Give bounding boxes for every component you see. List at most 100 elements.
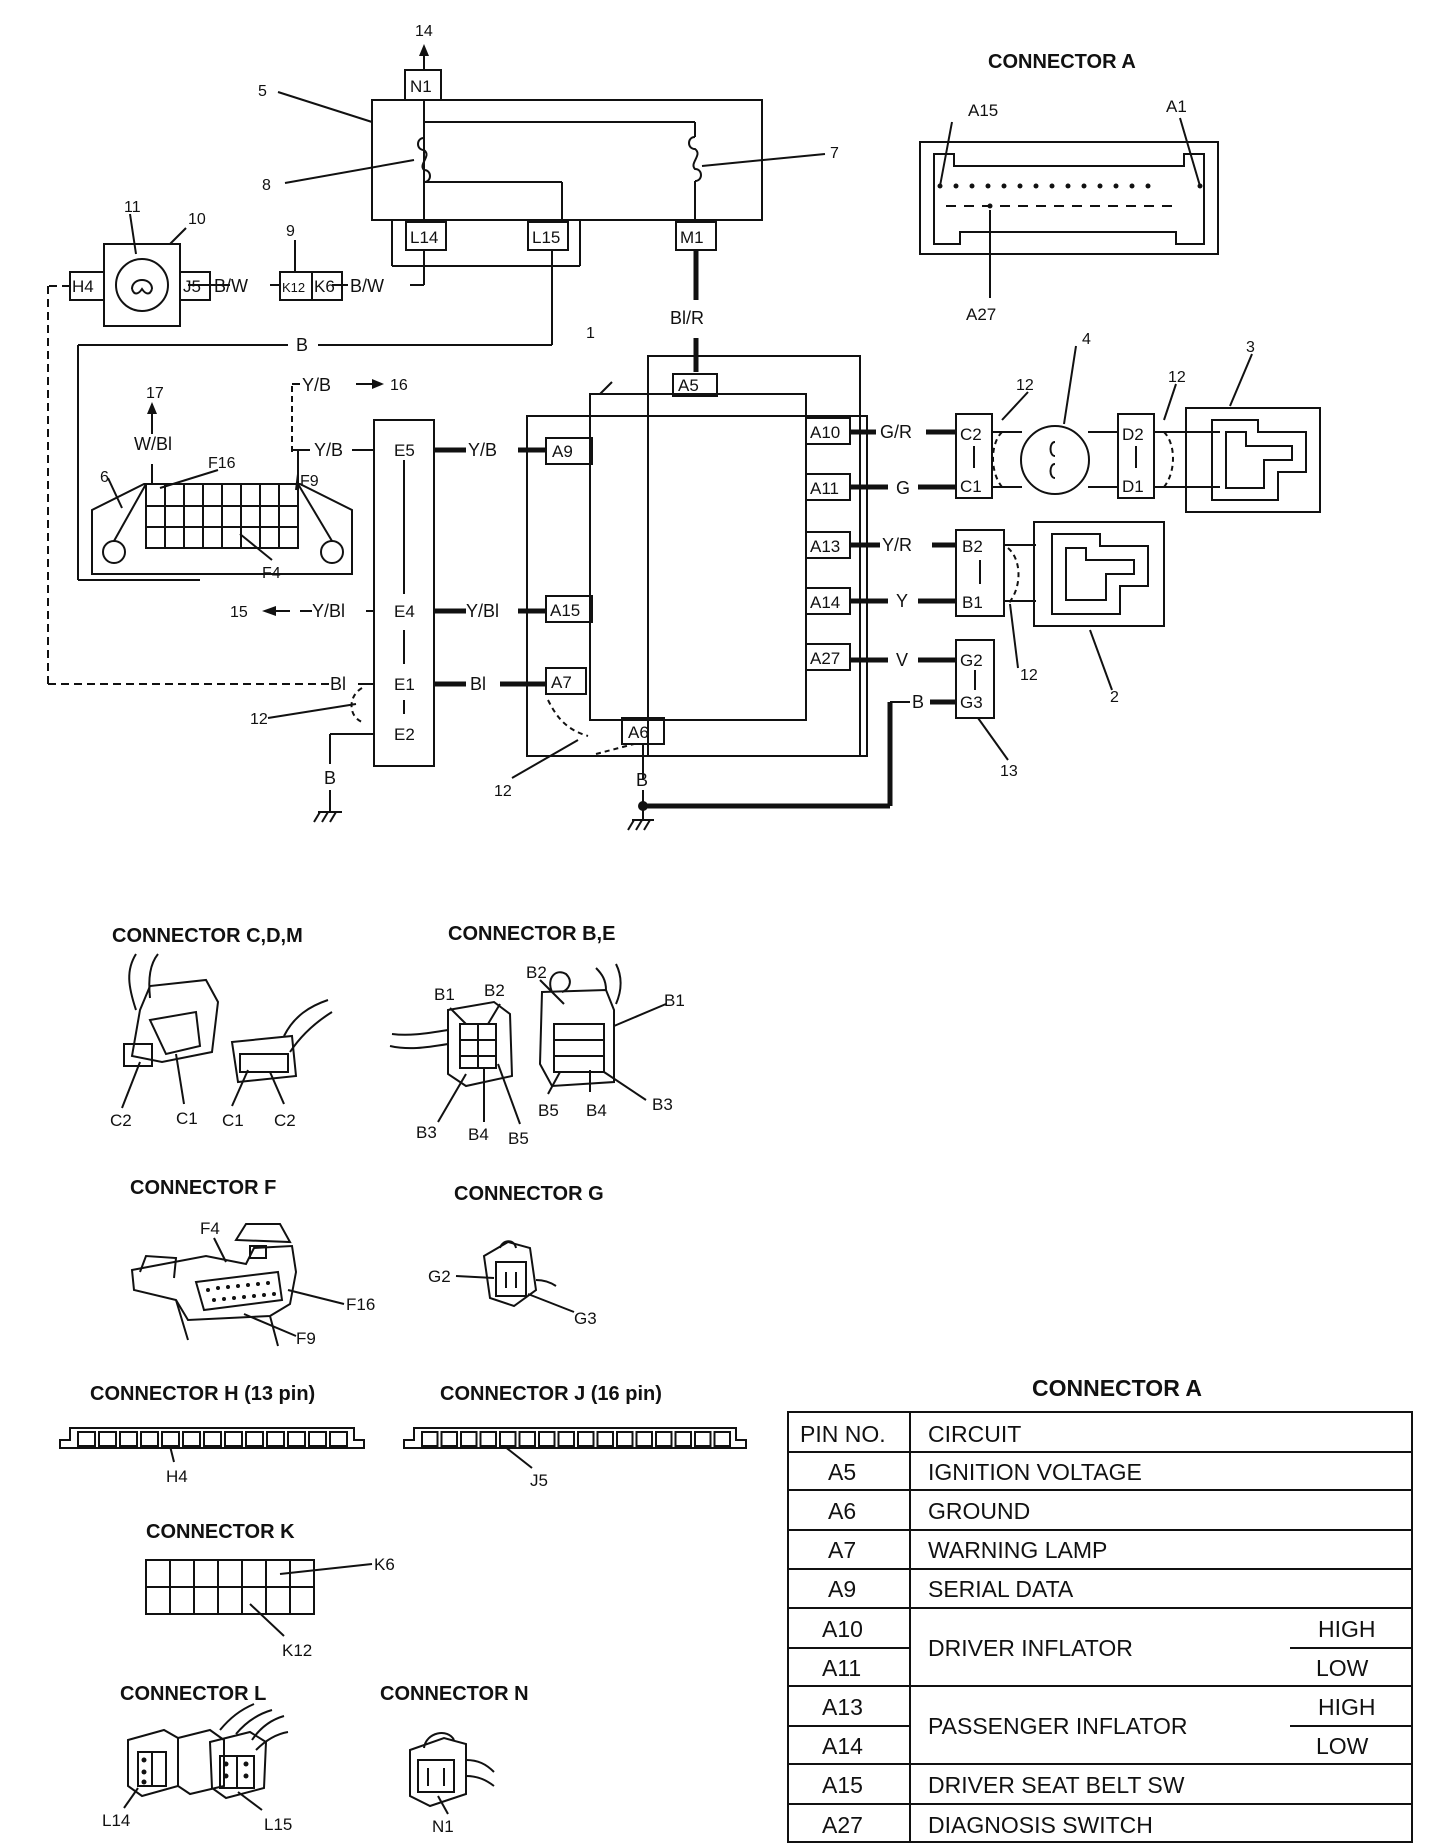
connector-h-body [59,1427,365,1449]
wire-b-e2: B [324,768,336,788]
pin-table-row-pin: A14 [822,1733,863,1759]
connector-g-g3: G3 [574,1309,597,1328]
label-14: 14 [415,23,433,40]
label-5: 5 [258,83,267,100]
connector-cdm-title: CONNECTOR C,D,M [112,925,303,947]
connector-f: CONNECTOR F F4 F16 F9 [130,1177,375,1348]
label-12-d: 12 [1168,369,1186,386]
pin-table-header-pin: PIN NO. [800,1421,886,1447]
wire-yb-16: Y/B [302,375,331,395]
label-f4: F4 [262,565,281,582]
wire-y: Y [896,591,908,611]
label-a6: A6 [628,723,649,742]
pin-table-row-pin: A27 [822,1812,863,1838]
schematic-labels: 14 N1 5 8 7 L14 L15 M1 11 10 9 H4 J5 K12… [72,23,1255,800]
label-13: 13 [1000,763,1018,780]
connector-a-face-a15: A15 [968,101,998,120]
label-c1: C1 [960,477,982,496]
connector-pin-cell [499,1431,517,1447]
connector-l: CONNECTOR L L14 L15 [102,1683,292,1834]
connector-g-title: CONNECTOR G [454,1183,604,1205]
connector-pin-cell [98,1431,117,1447]
pin-table-grid [787,1411,1413,1843]
label-16: 16 [390,377,408,394]
connector-j-body [403,1427,747,1449]
connector-a-pin-table: CONNECTOR A PIN NO. CIRCUIT A5 IGNITION … [787,1375,1413,1843]
label-6: 6 [100,469,109,486]
connector-be-b5: B5 [508,1129,529,1148]
connector-pin-cell [655,1431,673,1447]
label-l14: L14 [410,228,438,247]
label-n1: N1 [410,77,432,96]
connector-cdm-c2-left: C2 [110,1111,132,1130]
connector-pin-cell [635,1431,653,1447]
dlc-connector-6 [91,379,384,575]
connector-cdm-c1-right: C1 [222,1111,244,1130]
wire-bi-a7: Bl [470,674,486,694]
label-f16: F16 [208,455,236,472]
label-2: 2 [1110,689,1119,706]
connector-pin-cell [287,1431,306,1447]
label-e4: E4 [394,602,415,621]
connector-a-face: CONNECTOR A A15 A1 A27 [919,51,1219,324]
connector-n: CONNECTOR N N1 [380,1683,529,1836]
connector-pin-cell [557,1431,575,1447]
pin-table-row-pin: A15 [822,1772,863,1798]
label-e5: E5 [394,441,415,460]
pin-table-row-circuit: PASSENGER INFLATOR [928,1713,1187,1739]
pin-table-row-pin: A6 [828,1498,856,1524]
connector-f-f9: F9 [296,1329,316,1348]
label-4: 4 [1082,331,1091,348]
connector-pin-cell [538,1431,556,1447]
connector-cdm: CONNECTOR C,D,M C2 C1 C1 C2 [110,925,333,1130]
connector-be-b3: B3 [416,1123,437,1142]
connector-pin-cell [518,1431,536,1447]
connector-be-b1-right: B1 [664,991,685,1010]
connector-be-b2-right: B2 [526,963,547,982]
connector-pin-cell [616,1431,634,1447]
label-7: 7 [830,145,839,162]
sdm-module-1 [511,355,956,831]
pin-table-row-circuit: DRIVER SEAT BELT SW [928,1772,1185,1798]
connector-k-k6: K6 [374,1555,395,1574]
label-9: 9 [286,223,295,240]
label-a9: A9 [552,442,573,461]
connector-k: CONNECTOR K K6 K12 [145,1521,395,1660]
pin-table-row-pin: A13 [822,1694,863,1720]
fuse-block-5 [277,91,826,221]
connector-f-f4: F4 [200,1219,220,1238]
connector-g: CONNECTOR G G2 G3 [428,1183,604,1328]
connector-j-pins [421,1431,731,1447]
connector-pin-cell [161,1431,180,1447]
label-l15: L15 [532,228,560,247]
wire-bi-left: Bl [330,674,346,694]
label-a14: A14 [810,593,840,612]
label-c2: C2 [960,425,982,444]
connector-cdm-c2-right: C2 [274,1111,296,1130]
connector-j: CONNECTOR J (16 pin) J5 [403,1383,747,1490]
pin-table-row-pin: A9 [828,1576,856,1602]
connector-pin-cell [266,1431,285,1447]
label-12-module: 12 [494,783,512,800]
pin-table-row-sub: LOW [1316,1655,1369,1681]
connector-be-title: CONNECTOR B,E [448,923,615,945]
label-k12: K12 [282,280,305,295]
connector-pin-cell [308,1431,327,1447]
wire-b-g3: B [912,692,924,712]
label-g3: G3 [960,693,983,712]
label-11: 11 [124,199,141,216]
connector-be-b5-right: B5 [538,1101,559,1120]
connector-be: CONNECTOR B,E B1 B2 B3 B4 B5 B2 B1 B3 B4… [389,923,685,1148]
connector-e [262,419,545,823]
connector-be-b3-right: B3 [652,1095,673,1114]
label-g2: G2 [960,651,983,670]
pin-table-header-circuit: CIRCUIT [928,1421,1021,1447]
wire-wbi: W/Bl [134,434,172,454]
label-15: 15 [230,604,248,621]
wire-yr: Y/R [882,535,912,555]
wire-bw-left: B/W [214,276,248,296]
connector-g-g2: G2 [428,1267,451,1286]
wire-g: G [896,478,910,498]
label-j5: J5 [183,277,201,296]
